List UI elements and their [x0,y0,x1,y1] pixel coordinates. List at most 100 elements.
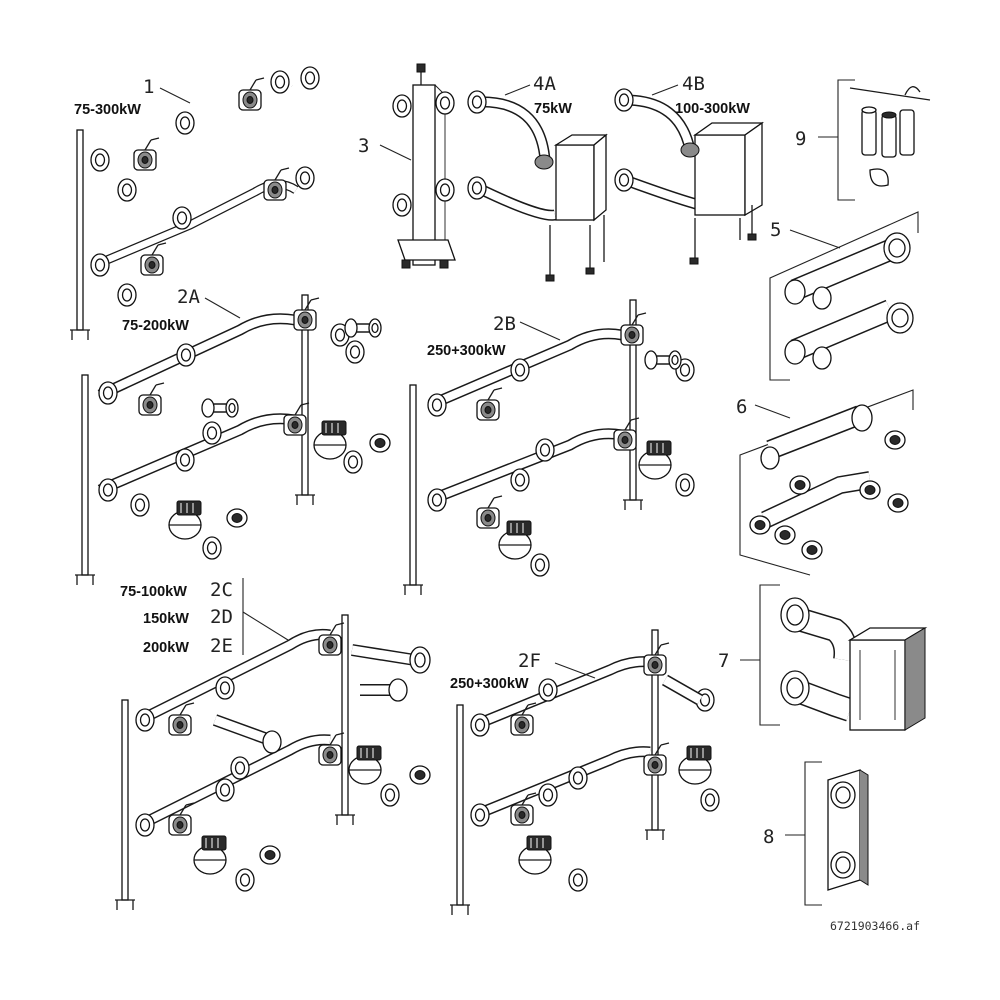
drawing-reference: 6721903466.af [830,919,920,933]
nut-2c-1 [409,765,431,785]
flange-2f-5 [568,766,588,790]
nut-6e [774,525,796,545]
pump-2f-2 [518,835,552,875]
pump-2a-1 [313,420,347,460]
flange-2a-6 [345,340,365,364]
flange-4b-2 [614,168,634,192]
flange-2f-4 [538,783,558,807]
flange-2a-9 [343,450,363,474]
valve-2c-1 [318,622,345,656]
label-power-2f: 250+300kW [450,676,529,692]
flange-1f [300,66,320,90]
label-number-2a: 2A [177,286,200,308]
stand-2c-left [114,699,136,911]
assembly-2a: 2A 75-200kW [74,286,391,586]
label-number-8: 8 [763,826,774,848]
flange-2a-2 [98,478,118,502]
label-number-1: 1 [143,76,154,98]
flange-2f-7 [700,788,720,812]
stub-2a-1 [344,318,382,338]
flange-4b-1 [614,88,634,112]
assembly-1: 1 75-300kW [69,66,320,341]
flange-3d [435,178,455,202]
nut-2a-2 [226,508,248,528]
label-power-2d: 150kW [143,611,189,627]
nut-6a [884,430,906,450]
valve-2a-2 [138,382,165,416]
label-power-2a: 75-200kW [122,318,189,334]
stand-2f-left [449,704,471,916]
assembly-8: 8 [763,761,869,906]
label-power-4b: 100-300kW [675,101,750,117]
valve-2b-2 [476,387,503,421]
flange-2a-7 [130,493,150,517]
flange-4a-1 [467,90,487,114]
flange-1e [270,70,290,94]
flange-2f-2 [470,803,490,827]
column-3 [412,84,436,266]
flange-1g [295,166,315,190]
stand-2b-left [402,384,424,596]
flange-2b-2 [427,488,447,512]
flange-2c-7 [235,868,255,892]
nut-6c [887,493,909,513]
label-power-2b: 250+300kW [427,343,506,359]
flange-2b-8 [530,553,550,577]
label-number-2b: 2B [493,313,516,335]
assembly-3: 3 [358,63,456,269]
stand-1 [69,129,91,341]
flange-2b-1 [427,393,447,417]
label-number-3: 3 [358,135,369,157]
nut-6g [789,475,811,495]
flange-2c-1 [135,708,155,732]
flange-3a [392,94,412,118]
label-number-7: 7 [718,650,729,672]
label-power-2e: 200kW [143,640,189,656]
stub-2a-2 [201,398,239,418]
flange-3b [392,193,412,217]
pump-2c-2 [193,835,227,875]
stub-2b-1 [644,350,682,370]
label-number-5: 5 [770,219,781,241]
nut-2a-1 [369,433,391,453]
flange-2a-4 [175,448,195,472]
flange-2f-1 [470,713,490,737]
label-number-4a: 4A [533,73,556,95]
flange-1c [175,111,195,135]
pump-2b-1 [638,440,672,480]
label-number-2e: 2E [210,635,233,657]
label-number-2c: 2C [210,579,233,601]
assembly-4a: 4A 75kW [467,73,608,282]
flange-2c-4 [215,778,235,802]
assembly-6: 6 [736,389,914,576]
flange-2a-1 [98,381,118,405]
flange-2f-8 [568,868,588,892]
flange-2b-7 [675,473,695,497]
flange-2b-4 [510,468,530,492]
pump-2b-2 [498,520,532,560]
flange-2a-8 [202,421,222,445]
flange-2f-3 [538,678,558,702]
part-9-sleeve-b [881,114,897,158]
part-9-tape [869,168,889,187]
label-number-4b: 4B [682,73,705,95]
label-power-4a: 75kW [534,101,572,117]
flange-2b-5 [535,438,555,462]
flange-2c-6 [380,783,400,807]
flange-2c-2 [135,813,155,837]
assembly-9: 9 [795,79,931,201]
label-number-2f: 2F [518,650,541,672]
nut-2c-2 [259,845,281,865]
nut-6b [859,480,881,500]
valve-1c [263,167,290,201]
label-number-2d: 2D [210,606,233,628]
flange-4a-2 [467,176,487,200]
flange-2c-3 [215,676,235,700]
flange-2b-3 [510,358,530,382]
assembly-4b: 4B 100-300kW [614,73,765,265]
assembly-5: 5 [769,211,919,381]
nut-6d [749,515,771,535]
valve-2b-4 [476,495,503,529]
